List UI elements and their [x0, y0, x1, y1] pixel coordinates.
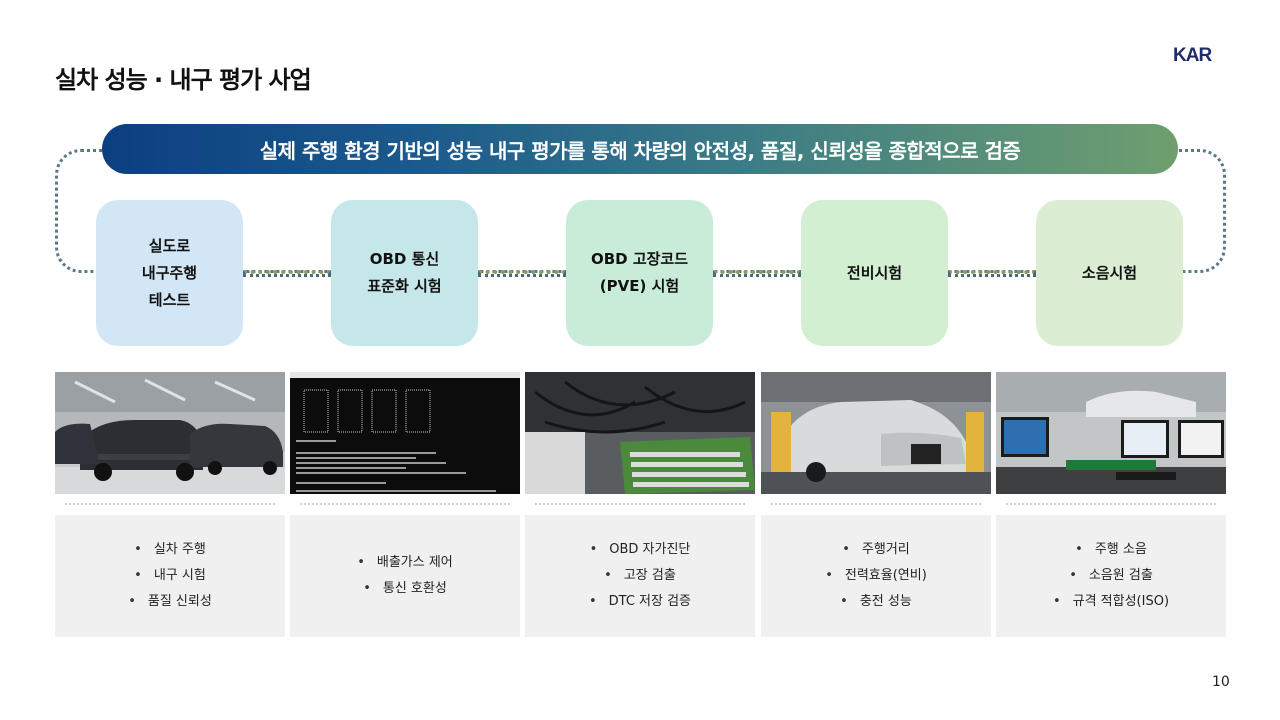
- step-connector: [948, 270, 1036, 277]
- photo-dyno-car: [761, 372, 991, 494]
- list-item: 내구 시험: [128, 563, 212, 589]
- divider: [535, 503, 745, 505]
- step-efficiency: 전비시험: [801, 200, 948, 346]
- list-item: 품질 신뢰성: [128, 589, 212, 615]
- list-item: 충전 성능: [825, 589, 927, 615]
- step-obd-standard: OBD 통신 표준화 시험: [331, 200, 478, 346]
- step-label: 소음시험: [1081, 263, 1138, 282]
- page-title: 실차 성능 · 내구 평가 사업: [55, 66, 312, 94]
- photo-noise-lab: [996, 372, 1226, 494]
- step-noise: 소음시험: [1036, 200, 1183, 346]
- list-item: 통신 호환성: [357, 576, 453, 602]
- kar-logo: KAR: [1173, 45, 1213, 64]
- list-item: 주행거리: [825, 537, 927, 563]
- page-number: 10: [1212, 674, 1230, 690]
- step-connector: [478, 270, 566, 277]
- divider: [1006, 503, 1216, 505]
- svg-text:KAR: KAR: [1173, 45, 1212, 64]
- list-item: 소음원 검출: [1053, 563, 1169, 589]
- list-item: DTC 저장 검증: [589, 589, 691, 615]
- divider: [771, 503, 981, 505]
- list-item: 실차 주행: [128, 537, 212, 563]
- summary-banner: 실제 주행 환경 기반의 성능 내구 평가를 통해 차량의 안전성, 품질, 신…: [102, 124, 1178, 174]
- list-item: 전력효율(연비): [825, 563, 927, 589]
- card-obd-fault-code: OBD 자가진단 고장 검출 DTC 저장 검증: [525, 515, 755, 637]
- list-item: 배출가스 제어: [357, 550, 453, 576]
- list-item: 규격 적합성(ISO): [1053, 589, 1169, 615]
- step-connector: [713, 270, 801, 277]
- step-obd-fault-code: OBD 고장코드 (PVE) 시험: [566, 200, 713, 346]
- step-connector: [243, 270, 331, 277]
- step-label: 전비시험: [846, 263, 903, 282]
- list-item: OBD 자가진단: [589, 537, 691, 563]
- step-label: OBD 고장코드 (PVE) 시험: [590, 250, 689, 295]
- card-efficiency: 주행거리 전력효율(연비) 충전 성능: [761, 515, 991, 637]
- card-noise: 주행 소음 소음원 검출 규격 적합성(ISO): [996, 515, 1226, 637]
- card-obd-standard: 배출가스 제어 통신 호환성: [290, 515, 520, 637]
- divider: [300, 503, 510, 505]
- photo-test-vehicles: [55, 372, 285, 494]
- card-road-durability: 실차 주행 내구 시험 품질 신뢰성: [55, 515, 285, 637]
- list-item: 주행 소음: [1053, 537, 1169, 563]
- list-item: 고장 검출: [589, 563, 691, 589]
- step-label: OBD 통신 표준화 시험: [367, 250, 442, 295]
- step-road-durability: 실도로 내구주행 테스트: [96, 200, 243, 346]
- step-label: 실도로 내구주행 테스트: [141, 236, 198, 309]
- divider: [65, 503, 275, 505]
- photo-obd-board: [525, 372, 755, 494]
- photo-obd-terminal: [290, 372, 520, 494]
